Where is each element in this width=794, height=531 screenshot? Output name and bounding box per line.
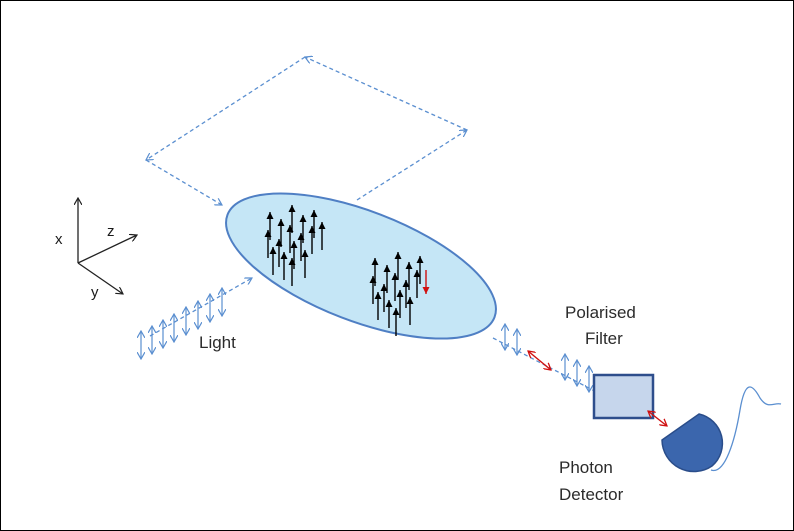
spin-up-arrow-head <box>394 252 402 259</box>
photon-detector-icon <box>661 413 724 473</box>
incoming-beam <box>149 278 252 337</box>
spin-up-arrow-head <box>264 230 272 237</box>
spin-up-arrow-head <box>299 215 307 222</box>
spin-up-arrow-head <box>392 308 400 315</box>
spin-up-arrow-head <box>374 292 382 299</box>
light-label: Light <box>199 333 236 352</box>
axis-x-label: x <box>55 231 63 248</box>
detector-label-line1: Photon <box>559 458 613 477</box>
outgoing-polarisation-arrows <box>505 324 589 392</box>
reflected-beam-path <box>146 57 467 205</box>
spin-group-2 <box>369 252 430 336</box>
spin-up-arrow-head <box>385 300 393 307</box>
spin-up-arrow-head <box>297 233 305 240</box>
spin-up-arrow-head <box>277 219 285 226</box>
filtered-light-arrow <box>648 411 667 426</box>
coordinate-axes <box>78 198 137 294</box>
spin-up-arrow-head <box>288 205 296 212</box>
spin-up-arrow-head <box>318 222 326 229</box>
incoming-polarisation-arrows <box>141 288 222 359</box>
spin-up-arrow-head <box>310 210 318 217</box>
spin-up-arrow-head <box>275 239 283 246</box>
spin-up-arrow-head <box>391 273 399 280</box>
filter-label-line1: Polarised <box>565 303 636 322</box>
filter-label-line2: Filter <box>585 329 623 348</box>
axis-y-label: y <box>91 284 99 301</box>
rotated-polarisation-arrow <box>528 351 551 370</box>
spin-up-arrow-head <box>301 250 309 257</box>
spin-up-arrow-head <box>269 247 277 254</box>
spin-up-arrow-head <box>280 252 288 259</box>
spin-up-arrow-head <box>402 280 410 287</box>
spin-down-arrow-head <box>422 287 430 294</box>
axis-z-label: z <box>107 223 115 240</box>
spin-up-arrow-head <box>290 241 298 248</box>
spin-up-arrow-head <box>288 258 296 265</box>
spin-up-arrow-head <box>380 284 388 291</box>
spin-up-arrow-head <box>405 262 413 269</box>
polarised-filter <box>592 373 655 420</box>
spin-up-arrow-head <box>371 258 379 265</box>
spin-up-arrow-head <box>406 297 414 304</box>
detector-label-line2: Detector <box>559 485 624 504</box>
detector-signal-trace <box>710 386 782 471</box>
spin-up-arrow-head <box>383 265 391 272</box>
spin-up-arrow-head <box>286 225 294 232</box>
spin-up-arrow-head <box>308 226 316 233</box>
spin-up-arrow-head <box>416 256 424 263</box>
spin-up-arrow-head <box>266 212 274 219</box>
spin-up-arrow-head <box>413 270 421 277</box>
spin-up-arrow-head <box>369 276 377 283</box>
sample-ellipse <box>225 192 497 340</box>
spin-group-1 <box>264 205 326 286</box>
spin-up-arrow-head <box>396 290 404 297</box>
